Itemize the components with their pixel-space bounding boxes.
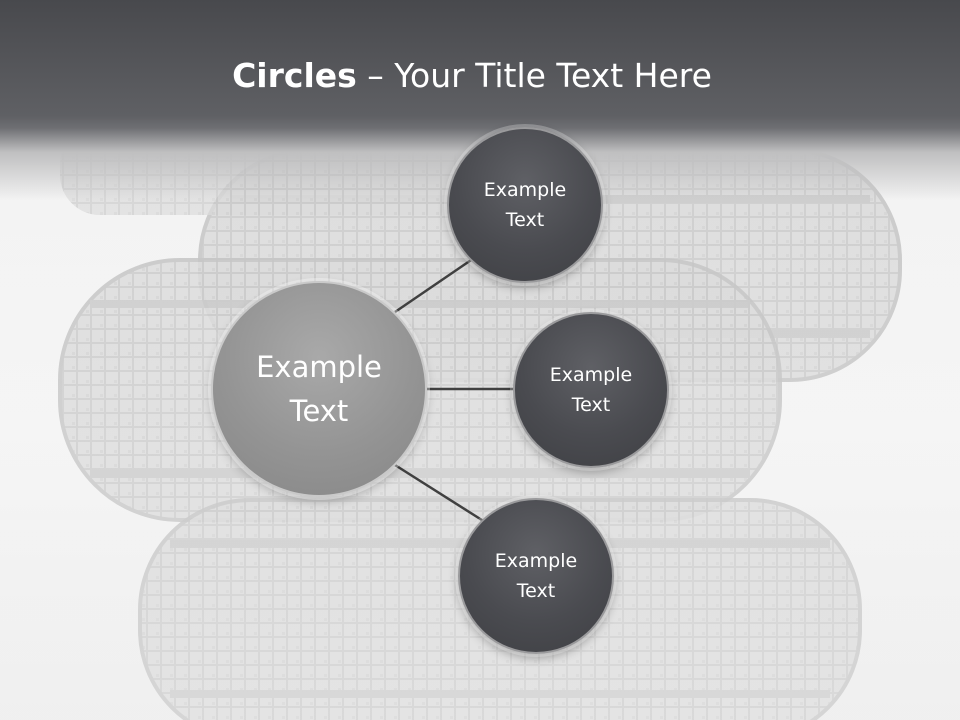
slide-title: Circles – Your Title Text Here <box>0 54 944 98</box>
node-circle-2: Example Text <box>513 312 669 468</box>
node-circle-3: Example Text <box>458 498 614 654</box>
node-circle-3-line2: Text <box>516 580 556 602</box>
center-circle: Example Text <box>211 281 427 497</box>
center-circle-line2: Text <box>289 394 349 428</box>
node-circle-2-line1: Example <box>549 364 633 386</box>
title-rest: – Your Title Text Here <box>356 56 712 95</box>
connectors <box>394 254 515 524</box>
connector-3 <box>394 463 486 524</box>
node-circle-1-line1: Example <box>483 179 567 201</box>
node-circle-3-line1: Example <box>494 550 578 572</box>
connector-1 <box>394 254 478 314</box>
node-circle-1: Example Text <box>447 127 603 283</box>
title-bold: Circles <box>232 56 357 95</box>
node-circle-2-line2: Text <box>571 394 611 416</box>
center-circle-line1: Example <box>256 350 382 384</box>
node-circle-1-line2: Text <box>505 209 545 231</box>
